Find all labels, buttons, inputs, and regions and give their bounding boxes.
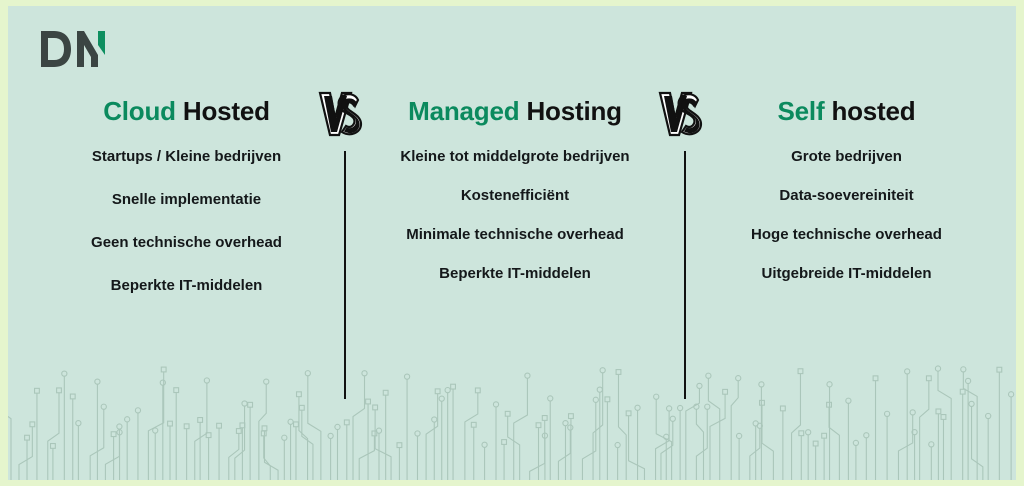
comparison-column-cloud-hosted: Cloud Hosted Startups / Kleine bedrijven… (34, 94, 339, 318)
list-item: Grote bedrijven (791, 148, 902, 165)
column-feature-list: Startups / Kleine bedrijven Snelle imple… (34, 146, 339, 296)
dn-logo-icon (41, 31, 105, 67)
column-heading-highlight: Managed (408, 96, 520, 126)
column-feature-list: Grote bedrijven Data-soevereiniteit Hoge… (694, 146, 999, 284)
circuit-board-pattern (8, 365, 1015, 480)
list-item: Beperkte IT-middelen (439, 265, 591, 282)
list-item: Data-soevereiniteit (779, 187, 914, 204)
column-heading: Cloud Hosted (34, 94, 339, 128)
list-item: Geen technische overhead (91, 234, 282, 251)
column-heading-rest: Hosted (182, 96, 270, 126)
list-item: Kostenefficiënt (460, 187, 570, 204)
column-divider (344, 151, 346, 399)
column-feature-list: Kleine tot middelgrote bedrijven Kostene… (360, 146, 670, 284)
list-item: Minimale technische overhead (406, 226, 624, 243)
column-divider (684, 151, 686, 399)
column-heading-highlight: Cloud (103, 96, 176, 126)
brand-logo (39, 28, 109, 70)
list-item: Uitgebreide IT-middelen (761, 265, 932, 282)
list-item: Beperkte IT-middelen (110, 277, 263, 294)
list-item: Kleine tot middelgrote bedrijven (400, 148, 630, 165)
column-heading-rest: hosted (831, 96, 916, 126)
column-heading: Managed Hosting (360, 94, 670, 128)
column-heading-rest: Hosting (526, 96, 622, 126)
list-item: Hoge technische overhead (751, 226, 942, 243)
list-item: Startups / Kleine bedrijven (91, 148, 282, 165)
column-heading: Self hosted (694, 94, 999, 128)
vs-badge-icon (654, 88, 706, 140)
list-item: Snelle implementatie (111, 191, 262, 208)
comparison-column-managed-hosting: Managed Hosting Kleine tot middelgrote b… (360, 94, 670, 302)
comparison-column-self-hosted: Self hosted Grote bedrijven Data-soevere… (694, 94, 999, 302)
infographic-panel: Cloud Hosted Startups / Kleine bedrijven… (8, 6, 1016, 480)
column-heading-highlight: Self (777, 96, 825, 126)
vs-badge-icon (314, 88, 366, 140)
